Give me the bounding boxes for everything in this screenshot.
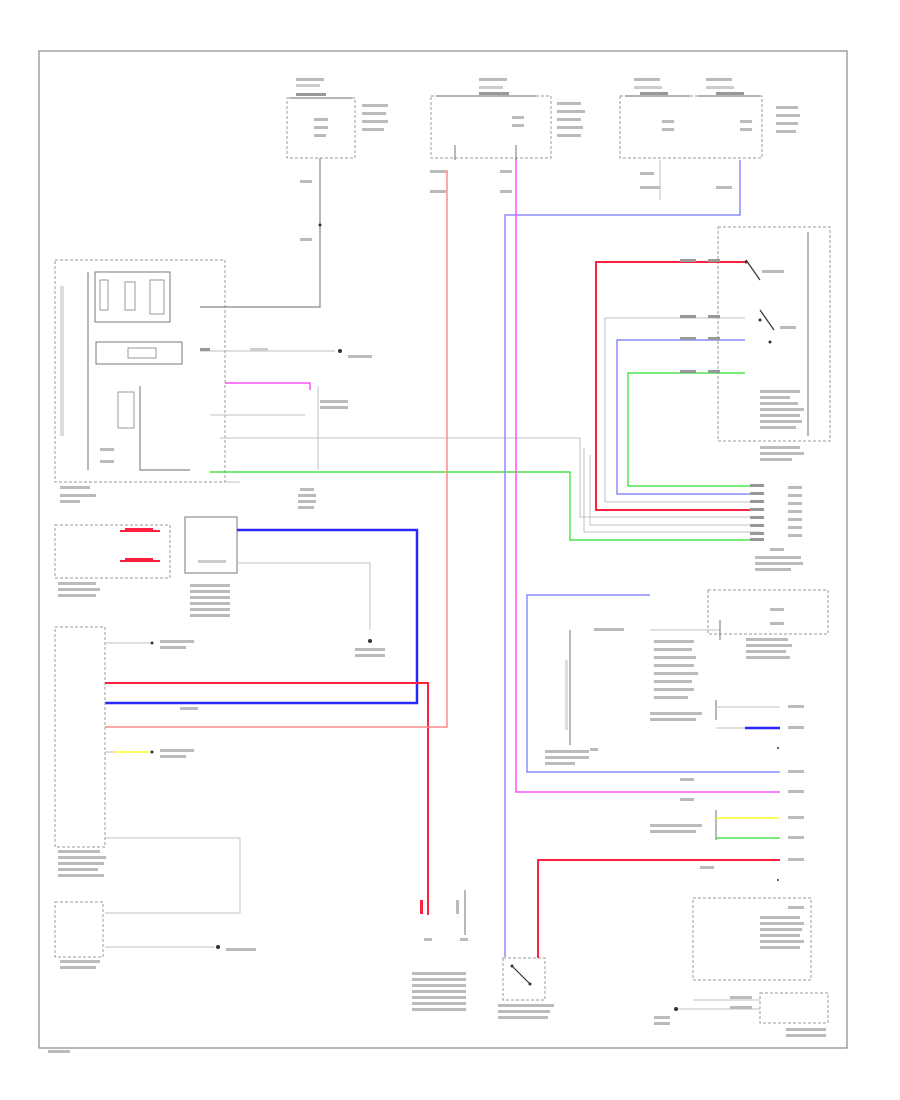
right-blind-spot-sensor bbox=[707, 589, 829, 659]
left-outer-mirror bbox=[54, 901, 104, 969]
right-outer-mirror bbox=[759, 992, 829, 1037]
wire-center-magenta bbox=[515, 158, 780, 793]
wire-right-blue bbox=[526, 594, 780, 773]
right-blind-spot-monitor-unit bbox=[692, 897, 812, 981]
left-blind-spot-monitor-unit bbox=[54, 626, 106, 877]
wire-meter-to-engine-relay bbox=[200, 158, 321, 308]
engine-room-relay-box bbox=[286, 78, 388, 159]
wire-dimmer-green bbox=[627, 372, 760, 487]
wire-switch-red bbox=[537, 859, 780, 958]
wire-meter-magenta bbox=[225, 382, 311, 390]
wire-left-pink bbox=[105, 170, 448, 728]
cowl-relay-box bbox=[430, 78, 585, 159]
left-blind-spot-sensor bbox=[54, 524, 171, 597]
right-relay-box bbox=[619, 78, 800, 159]
left-radar-sensor-module bbox=[184, 516, 238, 617]
wire-left-red bbox=[105, 682, 429, 915]
headlight-dimmer-switch bbox=[717, 226, 831, 461]
wire-meter-green bbox=[210, 471, 760, 541]
wire-left-blue bbox=[105, 528, 419, 705]
wire-dimmer-blue bbox=[616, 339, 760, 495]
right-radar-sensor-module bbox=[594, 628, 698, 699]
wire-center-lightblue bbox=[504, 160, 741, 957]
body-control-module bbox=[590, 748, 598, 751]
ground-point bbox=[412, 972, 466, 1011]
combination-meter bbox=[54, 259, 226, 503]
blind-spot-monitor-switch bbox=[498, 957, 554, 1019]
wire-dimmer-red bbox=[595, 261, 760, 511]
diagram-frame bbox=[38, 50, 848, 1049]
